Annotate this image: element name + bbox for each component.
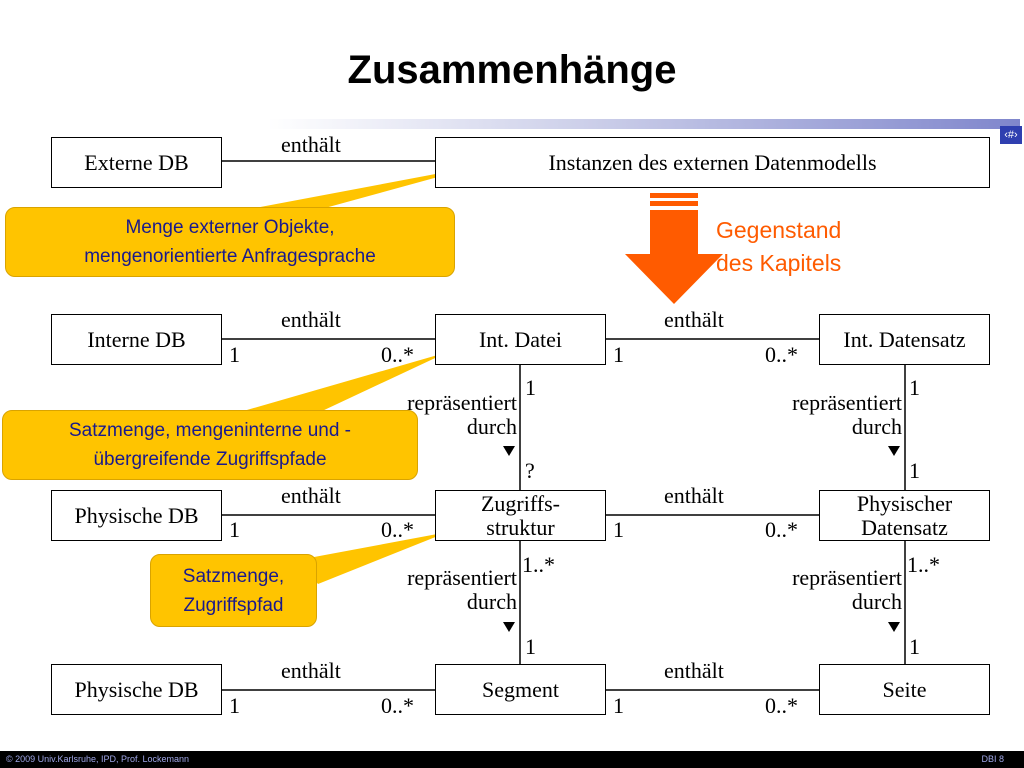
multiplicity: 1..* <box>907 552 940 577</box>
multiplicity: 1 <box>525 375 536 400</box>
direction-triangle <box>888 622 900 632</box>
multiplicity: 1 <box>229 693 240 718</box>
box-int-datei: Int. Datei <box>435 314 606 365</box>
footer-bar: © 2009 Univ.Karlsruhe, IPD, Prof. Lockem… <box>0 751 1024 768</box>
box-instanzen: Instanzen des externen Datenmodells <box>435 137 990 188</box>
box-interne-db: Interne DB <box>51 314 222 365</box>
multiplicity: 1 <box>909 634 920 659</box>
direction-triangle <box>888 446 900 456</box>
title-underline <box>268 119 1020 129</box>
multiplicity: 1 <box>229 517 240 542</box>
multiplicity: 1 <box>909 375 920 400</box>
gegenstand-label: Gegenstand des Kapitels <box>716 217 842 276</box>
callout-extern: Menge externer Objekte, mengenorientiert… <box>5 207 455 277</box>
box-int-datensatz: Int. Datensatz <box>819 314 990 365</box>
box-physischer-datensatz: Physischer Datensatz <box>819 490 990 541</box>
page-title: Zusammenhänge <box>347 48 677 92</box>
multiplicity: 1 <box>613 342 624 367</box>
relation-label: enthält <box>281 658 341 683</box>
callout-physisch: Satzmenge, Zugriffspfad <box>150 554 317 627</box>
callout-pointer <box>255 166 478 208</box>
multiplicity: 0..* <box>765 693 798 718</box>
relation-label: enthält <box>281 483 341 508</box>
multiplicity: 1 <box>909 458 920 483</box>
box-seite: Seite <box>819 664 990 715</box>
box-zugriffsstruktur: Zugriffs- struktur <box>435 490 606 541</box>
multiplicity: 0..* <box>765 342 798 367</box>
relation-label: enthält <box>281 307 341 332</box>
direction-triangle <box>503 622 515 632</box>
relation-label-represents: repräsentiert durch <box>407 390 517 439</box>
relation-label: enthält <box>664 483 724 508</box>
callout-intern: Satzmenge, mengeninterne und - übergreif… <box>2 410 418 480</box>
footer-copyright: © 2009 Univ.Karlsruhe, IPD, Prof. Lockem… <box>6 754 190 764</box>
relation-label: enthält <box>664 658 724 683</box>
box-externe-db: Externe DB <box>51 137 222 188</box>
multiplicity: 1 <box>229 342 240 367</box>
gegenstand-arrow <box>625 193 723 304</box>
multiplicity: 1 <box>613 693 624 718</box>
callout-pointer <box>240 352 448 412</box>
multiplicity: 0..* <box>381 517 414 542</box>
relation-label-represents: repräsentiert durch <box>792 390 902 439</box>
relation-label-represents: repräsentiert durch <box>792 565 902 614</box>
relation-label-represents: repräsentiert durch <box>407 565 517 614</box>
multiplicity: 1 <box>613 517 624 542</box>
multiplicity: 0..* <box>765 517 798 542</box>
multiplicity: ? <box>525 458 535 483</box>
multiplicity: 0..* <box>381 342 414 367</box>
multiplicity: 0..* <box>381 693 414 718</box>
direction-triangle <box>503 446 515 456</box>
box-physische-db-2: Physische DB <box>51 664 222 715</box>
relation-label: enthält <box>664 307 724 332</box>
multiplicity: 1..* <box>522 552 555 577</box>
multiplicity: 1 <box>525 634 536 659</box>
callout-pointer <box>298 532 448 584</box>
page-number-badge: ‹#› <box>1000 126 1022 144</box>
relation-label: enthält <box>281 132 341 157</box>
box-segment: Segment <box>435 664 606 715</box>
box-physische-db: Physische DB <box>51 490 222 541</box>
footer-page: DBI 8 <box>981 754 1004 764</box>
